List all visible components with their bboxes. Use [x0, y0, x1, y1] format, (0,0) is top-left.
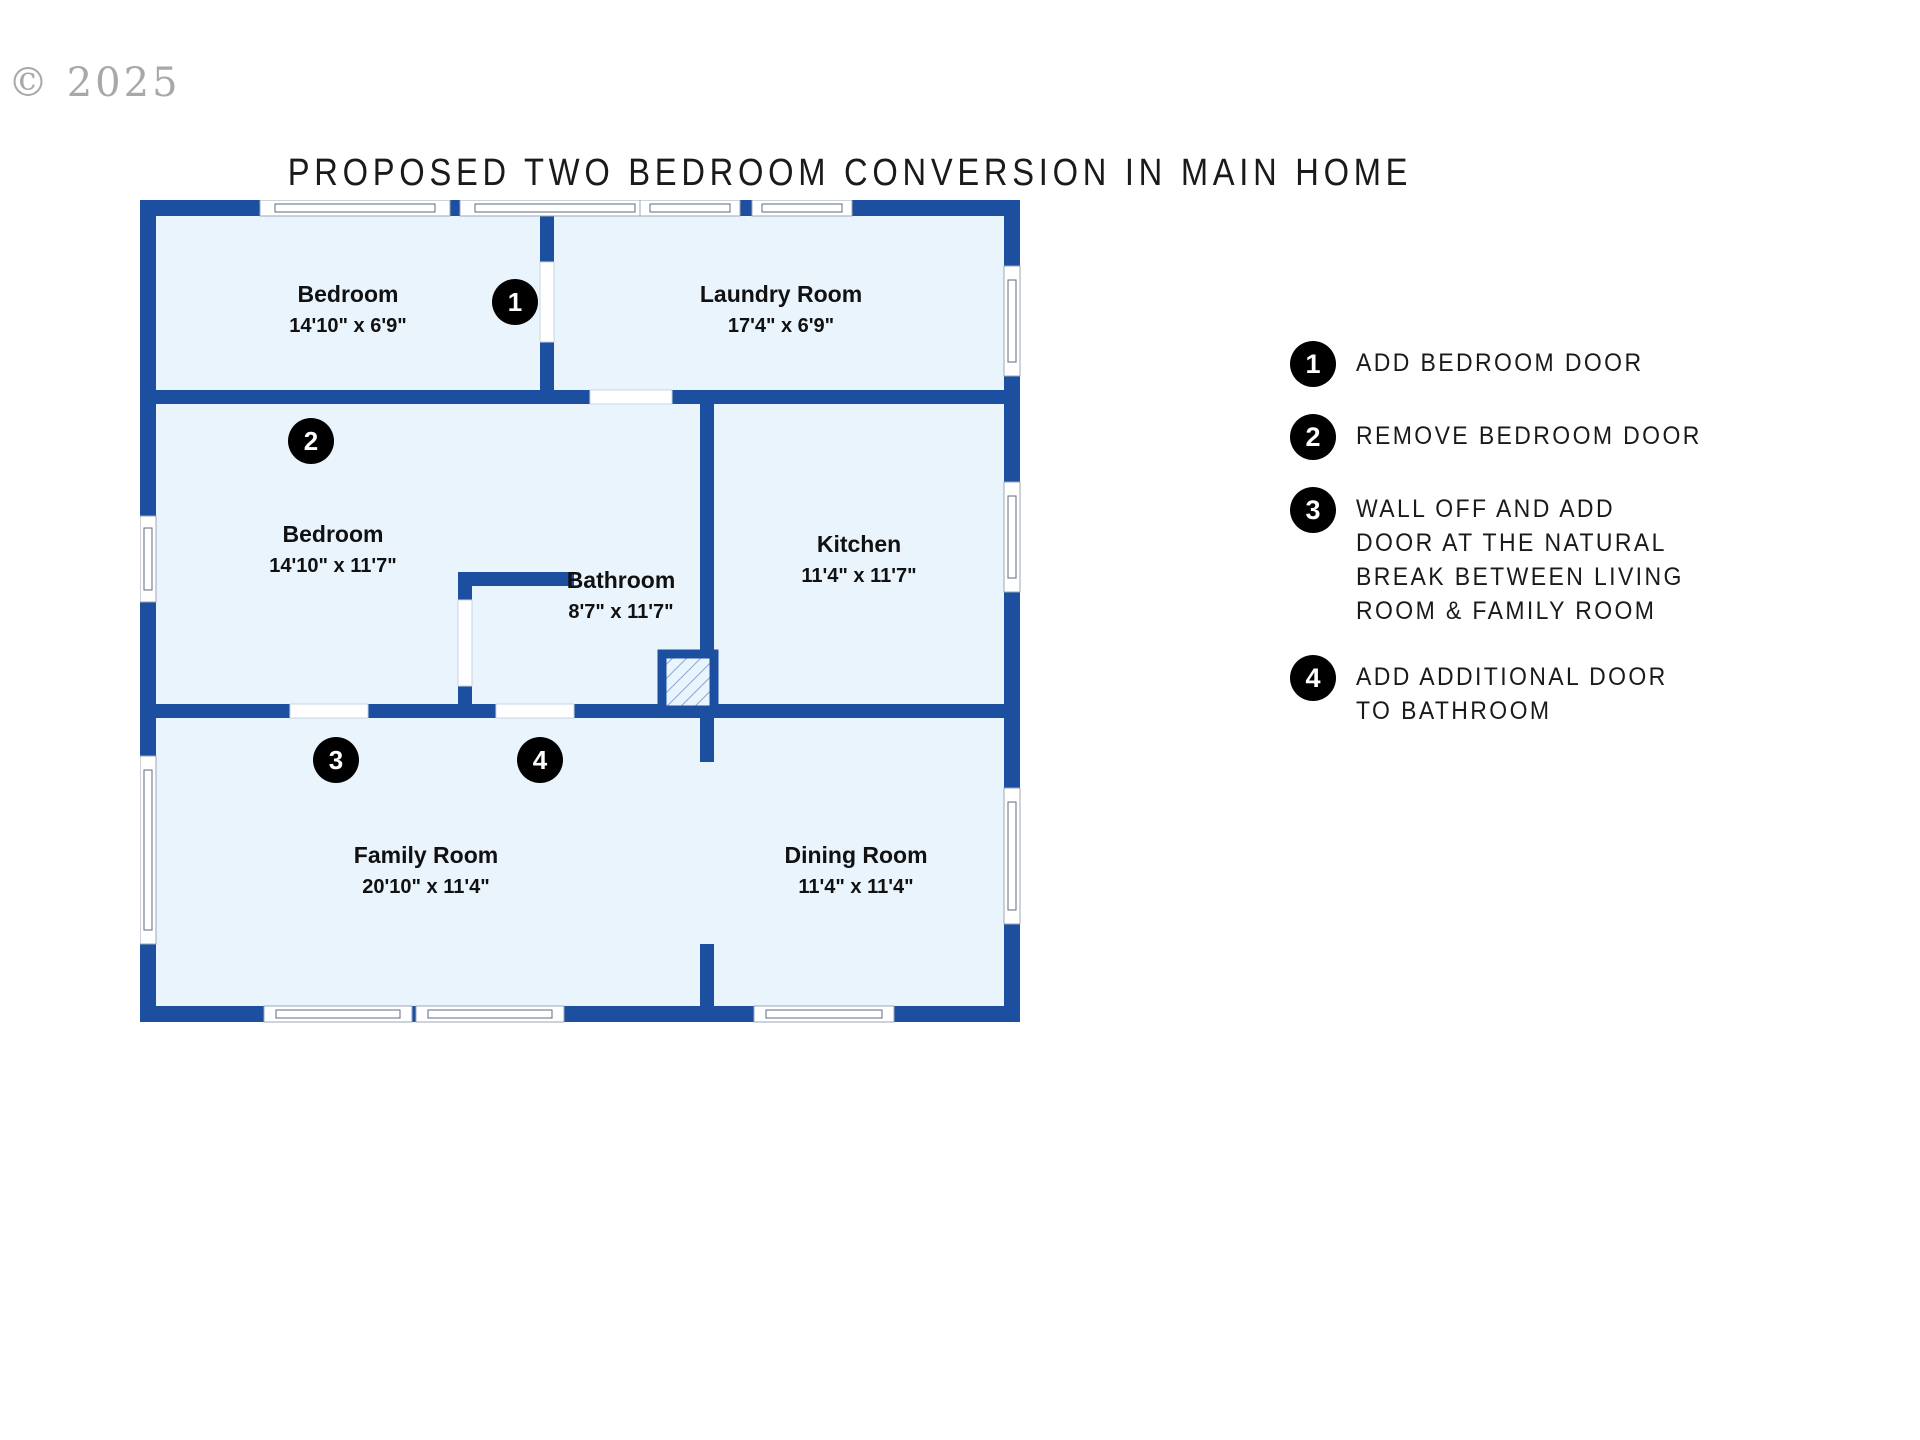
window-bottom-2 [415, 1005, 565, 1023]
door-opening-family-mid [495, 703, 575, 719]
door-opening-family-left [289, 703, 369, 719]
door-openings [289, 261, 673, 719]
window-right-2 [1003, 481, 1021, 593]
room-labels: Bedroom 14'10" x 6'9" Laundry Room 17'4"… [269, 281, 927, 898]
plan-marker-number: 3 [329, 745, 343, 775]
room-dimensions: 11'4" x 11'4" [798, 876, 913, 898]
room-dimensions: 17'4" x 6'9" [728, 315, 834, 337]
wall-interior-upper-horizontal [148, 390, 1020, 404]
hatched-fixture [657, 649, 719, 715]
window-bottom-3 [753, 1005, 895, 1023]
legend-label-4: ADD ADDITIONAL DOOR TO BATHROOM [1356, 663, 1668, 725]
room-name: Dining Room [784, 842, 927, 868]
room-label-family-room: Family Room 20'10" x 11'4" [354, 842, 498, 898]
window-right-1 [1003, 265, 1021, 377]
room-name: Laundry Room [700, 281, 862, 307]
legend-badge-2: 2 [1290, 414, 1336, 460]
window-left-1 [140, 515, 157, 603]
room-name: Bedroom [298, 281, 399, 307]
room-label-bathroom: Bathroom 8'7" x 11'7" [567, 567, 676, 623]
plan-markers: 1 2 3 4 [288, 279, 563, 783]
page-title: PROPOSED TWO BEDROOM CONVERSION IN MAIN … [287, 152, 1413, 194]
room-name: Family Room [354, 842, 498, 868]
room-dimensions: 14'10" x 11'7" [269, 555, 396, 577]
legend-item-2[interactable]: 2 REMOVE BEDROOM DOOR [1290, 413, 1890, 460]
door-opening-bathroom-side [457, 599, 473, 687]
window-left-2 [140, 755, 157, 945]
room-label-laundry-room: Laundry Room 17'4" x 6'9" [700, 281, 862, 337]
window-bottom-1 [263, 1005, 413, 1023]
room-dimensions: 20'10" x 11'4" [362, 876, 489, 898]
room-label-dining-room: Dining Room 11'4" x 11'4" [784, 842, 927, 898]
plan-marker-number: 2 [304, 426, 318, 456]
legend-badge-1: 1 [1290, 341, 1336, 387]
wall-family-dining-stub-lower [700, 944, 714, 1022]
door-opening-hall-upper [589, 389, 673, 405]
legend-item-3[interactable]: 3 WALL OFF AND ADD DOOR AT THE NATURAL B… [1290, 486, 1890, 628]
plan-marker-4[interactable]: 4 [517, 737, 563, 783]
legend-badge-3: 3 [1290, 487, 1336, 533]
legend-badge-4: 4 [1290, 655, 1336, 701]
plan-marker-3[interactable]: 3 [313, 737, 359, 783]
room-label-bedroom-left: Bedroom 14'10" x 11'7" [269, 521, 396, 577]
window-top-3 [639, 200, 741, 217]
legend-label-3: WALL OFF AND ADD DOOR AT THE NATURAL BRE… [1356, 495, 1684, 625]
legend-label-1: ADD BEDROOM DOOR [1356, 349, 1644, 377]
plan-marker-number: 4 [533, 745, 548, 775]
floorplan-drawing: Bedroom 14'10" x 6'9" Laundry Room 17'4"… [140, 200, 1021, 1023]
windows [140, 200, 1021, 1023]
window-top-1 [259, 200, 451, 217]
legend-label-2: REMOVE BEDROOM DOOR [1356, 422, 1702, 450]
room-label-kitchen: Kitchen 11'4" x 11'7" [801, 531, 916, 587]
plan-marker-2[interactable]: 2 [288, 418, 334, 464]
wall-interior-lower-horizontal [148, 704, 1020, 718]
wall-bathroom-kitchen-divider [700, 396, 714, 718]
floor-fill [148, 208, 1014, 1022]
legend: 1 ADD BEDROOM DOOR 2 REMOVE BEDROOM DOOR… [1290, 340, 1890, 754]
room-name: Kitchen [817, 531, 901, 557]
room-dimensions: 14'10" x 6'9" [289, 315, 406, 337]
legend-item-4[interactable]: 4 ADD ADDITIONAL DOOR TO BATHROOM [1290, 654, 1890, 728]
window-top-4 [751, 200, 853, 217]
window-right-3 [1003, 787, 1021, 925]
room-label-bedroom-top: Bedroom 14'10" x 6'9" [289, 281, 406, 337]
room-name: Bedroom [283, 521, 384, 547]
window-top-2 [459, 200, 651, 217]
legend-item-1[interactable]: 1 ADD BEDROOM DOOR [1290, 340, 1890, 387]
door-opening-bedroom-top [539, 261, 555, 343]
room-name: Bathroom [567, 567, 676, 593]
plan-marker-1[interactable]: 1 [492, 279, 538, 325]
room-dimensions: 11'4" x 11'7" [801, 565, 916, 587]
room-fills [148, 208, 1014, 1022]
wall-bathroom-jog [458, 572, 574, 586]
wall-family-dining-stub-upper [700, 704, 714, 762]
room-dimensions: 8'7" x 11'7" [568, 601, 673, 623]
interior-walls [148, 208, 1020, 1022]
copyright-watermark: © 2025 [8, 60, 181, 106]
plan-marker-number: 1 [508, 287, 522, 317]
